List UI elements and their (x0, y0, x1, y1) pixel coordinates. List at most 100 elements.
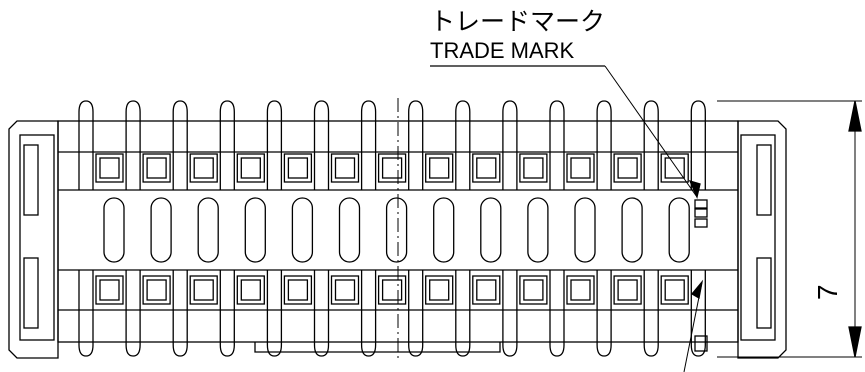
contact-pad-top-inner (429, 157, 450, 179)
dimension-arrow-top (848, 100, 862, 132)
pin-top (219, 100, 235, 190)
pin-bottom (455, 270, 471, 357)
pin-bottom (125, 270, 141, 357)
contact-pad-bottom-inner (240, 279, 261, 301)
pin-top (502, 100, 518, 190)
contact-pad-bottom-inner (99, 279, 120, 301)
pin-top (408, 100, 424, 190)
trademark-label-en: TRADE MARK (430, 38, 575, 63)
pin-bottom (549, 270, 565, 357)
left-end-block (8, 120, 59, 359)
contact-pad-top (660, 153, 689, 183)
contact-pad-top-inner (381, 157, 403, 179)
center-slot (668, 197, 690, 263)
center-slot (385, 197, 408, 263)
pin-top (172, 100, 188, 190)
contact-pad-top (189, 153, 218, 183)
center-slot (150, 197, 172, 263)
pin-bottom (78, 270, 94, 357)
contact-pad-bottom-inner (146, 279, 167, 301)
contact-pad-bottom (236, 275, 265, 305)
pin-bottom (172, 270, 188, 357)
contact-pad-top-inner (146, 157, 167, 179)
leader-arrow-upper (688, 179, 701, 200)
contact-pad-bottom (189, 275, 218, 305)
contact-pad-top-inner (287, 157, 309, 179)
contact-pad-bottom (142, 275, 171, 305)
contact-pad-top (330, 153, 360, 183)
contact-pad-bottom (519, 275, 548, 305)
contact-pad-top (566, 153, 595, 183)
center-slot (291, 197, 314, 263)
pin-bottom (643, 270, 659, 357)
contact-pad-bottom-inner (429, 279, 450, 301)
contact-pad-top (377, 153, 407, 183)
pin-bottom (690, 270, 706, 357)
pin-top (125, 100, 141, 190)
pin-top (596, 100, 612, 190)
contact-pad-bottom (95, 275, 124, 305)
right-end-window-upper (756, 144, 772, 216)
right-end-window-lower (756, 257, 772, 329)
pin-top (78, 100, 94, 190)
pin-rows (78, 100, 706, 357)
center-slot (574, 197, 596, 263)
pin-top (313, 100, 330, 190)
contact-pad-top-inner (523, 157, 544, 179)
center-slot (197, 197, 219, 263)
trademark-mark-3 (694, 218, 708, 228)
center-slot (433, 197, 455, 263)
contact-pad-bottom-inner (476, 279, 497, 301)
contact-pad-bottom-inner (570, 279, 591, 301)
trademark-mark-2 (694, 208, 708, 218)
contact-pad-bottom-inner (334, 279, 356, 301)
leader-line-upper (604, 65, 698, 198)
contact-pad-top (95, 153, 124, 183)
contact-pad-bottom (283, 275, 313, 305)
dimension-arrow-bottom (848, 326, 862, 358)
trademark-label-jp: トレードマーク (430, 7, 606, 36)
contact-pad-bottom (425, 275, 454, 305)
contact-pad-top (236, 153, 265, 183)
right-end-block (737, 120, 787, 359)
contact-pad-top-inner (240, 157, 261, 179)
contact-pad-top (283, 153, 313, 183)
contact-pad-bottom (566, 275, 595, 305)
center-slot (338, 197, 361, 263)
contact-pad-top-inner (570, 157, 591, 179)
contact-pad-top (519, 153, 548, 183)
pin-bottom (408, 270, 424, 357)
contact-pad-top (142, 153, 171, 183)
pin-top (690, 100, 706, 190)
contact-pad-top-inner (476, 157, 497, 179)
contact-pad-bottom (660, 275, 689, 305)
contact-pad-bottom (377, 275, 407, 305)
left-end-window-lower (23, 257, 39, 329)
contact-pad-bottom-inner (617, 279, 638, 301)
pin-bottom (360, 270, 377, 357)
center-slot (480, 197, 502, 263)
contact-pad-top-inner (664, 157, 685, 179)
height-dimension-label: 7 (812, 284, 843, 300)
contact-pad-top-inner (99, 157, 120, 179)
contact-pad-bottom-inner (381, 279, 403, 301)
contact-pad-bottom-inner (287, 279, 309, 301)
center-slot (621, 197, 643, 263)
contact-pad-top (425, 153, 454, 183)
annotations (397, 65, 862, 372)
contact-pad-bottom (613, 275, 642, 305)
contact-pad-bottom-inner (523, 279, 544, 301)
pin-bottom (502, 270, 518, 357)
contact-pad-bottom-inner (664, 279, 685, 301)
contact-pad-bottom (472, 275, 501, 305)
contact-pad-top-inner (193, 157, 214, 179)
trademark-mark-1 (694, 199, 708, 209)
pin-top (266, 100, 283, 190)
contact-pad-top (472, 153, 501, 183)
contact-pad-bottom-inner (193, 279, 214, 301)
contact-pad-bottom (330, 275, 360, 305)
left-end-inner (19, 134, 55, 341)
pin-top (643, 100, 659, 190)
